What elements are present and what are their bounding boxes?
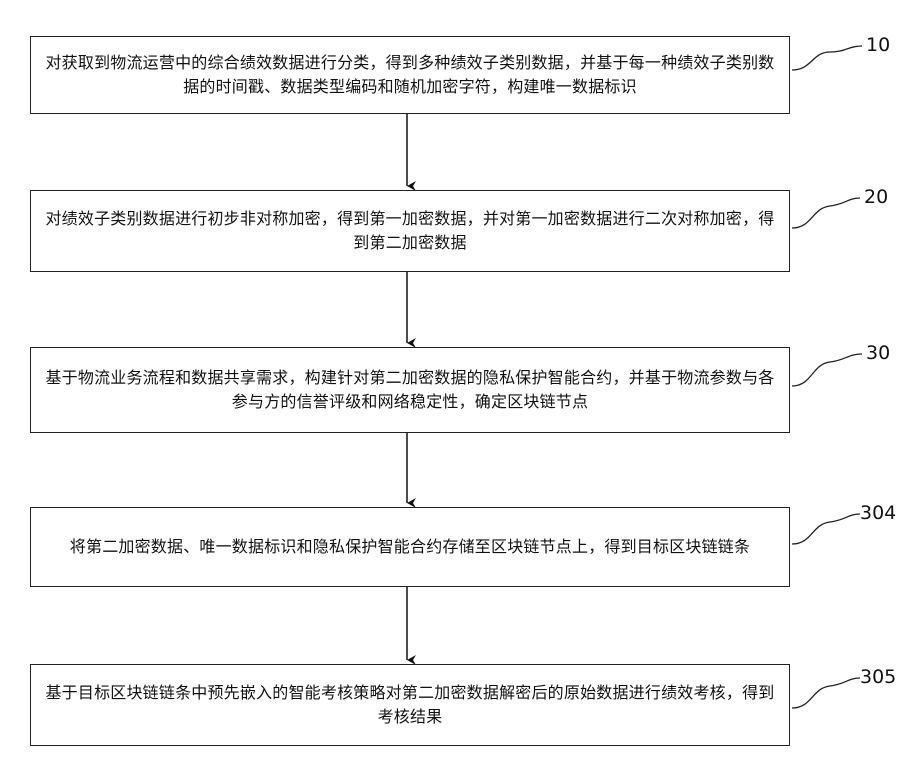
- step-number-3: 30: [866, 342, 890, 364]
- step-box-3: 基于物流业务流程和数据共享需求，构建针对第二加密数据的隐私保护智能合约，并基于物…: [30, 347, 790, 433]
- step-box-4: 将第二加密数据、唯一数据标识和隐私保护智能合约存储至区块链节点上，得到目标区块链…: [30, 507, 790, 587]
- leader-line-1: [792, 46, 862, 70]
- leader-line-3: [792, 354, 862, 386]
- step-box-1: 对获取到物流运营中的综合绩效数据进行分类，得到多种绩效子类别数据，并基于每一种绩…: [30, 36, 790, 114]
- step-text-3: 基于物流业务流程和数据共享需求，构建针对第二加密数据的隐私保护智能合约，并基于物…: [45, 366, 775, 414]
- step-box-5: 基于目标区块链链条中预先嵌入的智能考核策略对第二加密数据解密后的原始数据进行绩效…: [30, 664, 790, 746]
- step-number-1: 10: [866, 34, 890, 56]
- leader-line-2: [792, 198, 860, 228]
- step-number-4: 304: [860, 502, 896, 524]
- step-box-2: 对绩效子类别数据进行初步非对称加密，得到第一加密数据，并对第一加密数据进行二次对…: [30, 190, 790, 272]
- step-text-1: 对获取到物流运营中的综合绩效数据进行分类，得到多种绩效子类别数据，并基于每一种绩…: [45, 51, 775, 99]
- leader-line-4: [792, 514, 860, 544]
- step-text-4: 将第二加密数据、唯一数据标识和隐私保护智能合约存储至区块链节点上，得到目标区块链…: [70, 535, 750, 559]
- step-text-2: 对绩效子类别数据进行初步非对称加密，得到第一加密数据，并对第一加密数据进行二次对…: [45, 207, 775, 255]
- step-number-2: 20: [864, 186, 888, 208]
- leader-line-5: [792, 678, 860, 708]
- step-number-5: 305: [860, 666, 896, 688]
- step-text-5: 基于目标区块链链条中预先嵌入的智能考核策略对第二加密数据解密后的原始数据进行绩效…: [45, 681, 775, 729]
